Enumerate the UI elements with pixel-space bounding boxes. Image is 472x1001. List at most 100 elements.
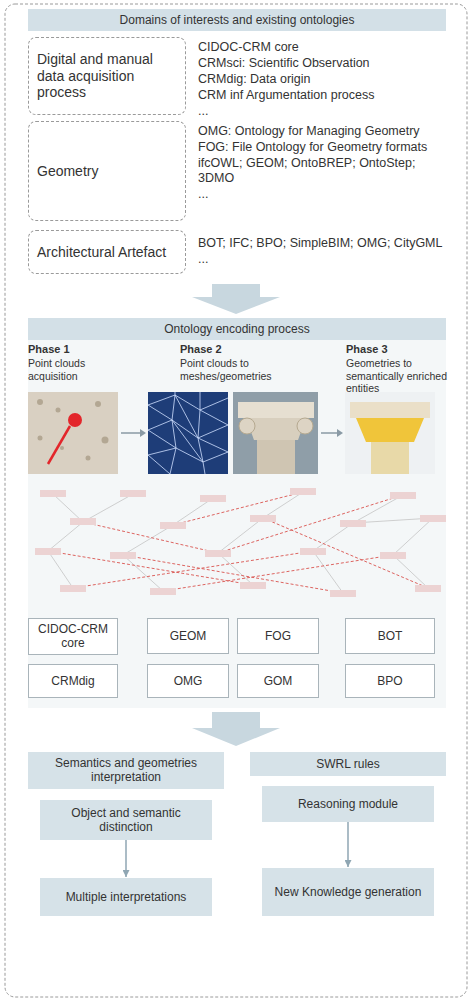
graph-node [40,490,66,497]
graph-node [250,515,276,522]
stone-pore [37,399,43,405]
node-text: OMG [174,674,203,688]
graph-node [415,585,441,592]
graph-node [110,552,136,559]
ontology-box: BPO [345,664,435,698]
graph-node [290,488,316,495]
node-text: SWRL rules [316,757,380,771]
node-text: Architectural Artefact [37,244,166,261]
enriched-image [345,392,435,474]
ontology-box: OMG [147,664,229,698]
graph-node [300,548,326,555]
stone-pore [86,456,91,461]
ontology-box: CIDOC-CRM core [28,618,118,655]
graph-node [60,585,86,592]
process-box: Reasoning module [262,786,434,822]
node-text: New Knowledge generation [275,885,422,899]
node-text: Multiple interpretations [66,890,187,904]
node-text: BPO [377,674,402,688]
graph-node [240,582,266,589]
graph-node [380,552,406,559]
graph-node [200,495,226,502]
ontology-list-item: FOG: File Ontology for Geometry formats [198,140,448,155]
mesh-image [148,392,228,474]
ontology-list-item: CIDOC-CRM core [198,40,448,55]
node-text: Ontology encoding process [164,322,309,336]
outer-frame [5,4,467,997]
ontology-box: FOG [237,618,319,654]
arrow-head [140,429,146,437]
phase-description: Geometries to semantically enriched enti… [346,357,451,395]
capital-body [246,418,306,440]
capital-abacus [350,402,430,418]
graph-alignment-link [48,492,428,593]
scan-pointer [48,426,70,464]
capital-abacus [238,402,314,418]
mesh-wireframe [148,392,228,474]
arrow-head [337,429,343,437]
graph-node [160,522,186,529]
flow-arrow [125,840,127,877]
graph-link [48,492,433,593]
process-box: New Knowledge generation [262,868,434,916]
node-text: GEOM [170,629,207,643]
phase-title: Phase 3 [346,343,451,356]
process-box: Multiple interpretations [40,878,212,916]
capital-volute [239,418,255,434]
flow-arrow [347,822,349,867]
geometry-image [233,392,318,474]
stone-pore [95,401,101,407]
node-text: Reasoning module [298,797,398,811]
column-shaft [257,440,295,474]
ontology-box: GEOM [147,618,229,654]
ontology-list-item: BOT; IFC; BPO; SimpleBIM; OMG; CityGML [198,236,448,251]
phase-description: Point clouds acquisition [28,357,128,382]
capital-highlight [356,418,424,442]
graph-node [330,590,356,597]
node-text: CRMdig [51,674,94,688]
block-arrow [192,712,280,746]
phase-description: Point clouds to meshes/geometries [180,357,302,382]
ontology-list-item: ifcOWL; GEOM; OntoBREP; OntoStep; 3DMO [198,156,448,186]
node-text: BOT [378,629,403,643]
ontology-box: GOM [237,664,319,698]
ontology-box: BOT [345,618,435,654]
graph-node [120,490,146,497]
block-arrow [192,284,280,314]
node-text: Semantics and geometries interpretation [36,756,216,785]
column-shaft [371,442,409,474]
ontology-list-item: CRMsci: Scientific Observation [198,56,448,71]
graph-node [150,588,176,595]
section-header: SWRL rules [250,752,446,776]
domain-box: Digital and manual data acquisition proc… [28,37,186,115]
section-header: Ontology encoding process [28,318,446,340]
scan-point [68,413,82,427]
graph-node [35,548,61,555]
node-text: Geometry [37,163,98,180]
process-box: Object and semantic distinction [40,800,212,840]
ontology-list-item: OMG: Ontology for Managing Geometry [198,124,448,139]
node-text: Object and semantic distinction [48,806,204,835]
flow-arrow [121,432,140,434]
node-text: CIDOC-CRM core [33,622,113,651]
ontology-list-item: CRMdig: Data origin [198,72,448,87]
graph-node [420,515,446,522]
section-header: Semantics and geometries interpretation [28,752,224,789]
capital-volute [297,418,313,434]
node-text: FOG [265,629,291,643]
graph-nodes [35,488,446,597]
stone-pore [56,408,61,413]
stone-photo [28,392,118,474]
ontology-list-item: ... [198,104,448,119]
section-header: Domains of interests and existing ontolo… [28,9,446,31]
phase-title: Phase 2 [180,343,302,356]
phase-title: Phase 1 [28,343,128,356]
node-text: Digital and manual data acquisition proc… [37,51,177,101]
node-text: GOM [264,674,293,688]
ontology-list-item: CRM inf Argumentation process [198,88,448,103]
graph-node [340,520,366,527]
graph-node [390,492,416,499]
ontology-list-item: ... [198,252,448,267]
ontology-list-item: ... [198,187,448,202]
